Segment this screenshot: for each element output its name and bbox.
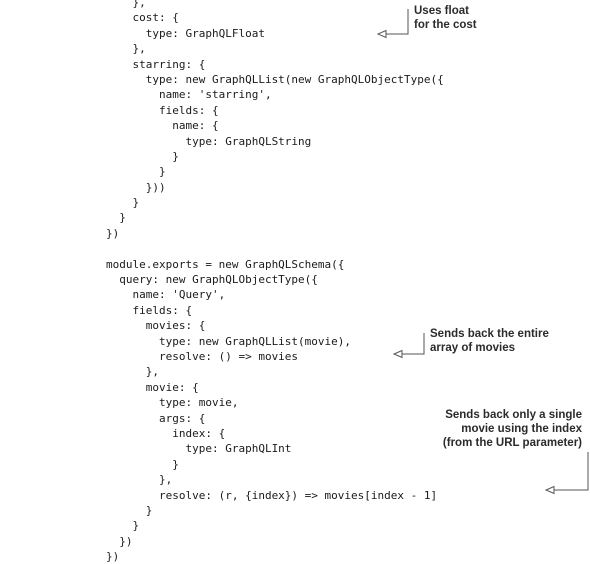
code-line: resolve: (r, {index}) => movies[index - … [106,488,438,502]
code-line: } [106,165,166,179]
leader-entire-array [392,333,425,359]
code-line: query: new GraphQLObjectType({ [106,273,318,287]
code-line: } [106,149,179,163]
code-line: }, [106,473,173,487]
code-line: } [106,211,126,225]
annotation-line: Sends back the entire [430,328,549,340]
code-line: args: { [106,411,206,425]
annotation-entire-array: Sends back the entire array of movies [430,327,549,355]
code-listing: }, cost: { type: GraphQLFloat }, starrin… [106,0,444,564]
code-line: movies: { [106,319,206,333]
code-line: cost: { [106,11,179,25]
code-line: }) [106,226,120,240]
leader-float-cost [376,9,409,39]
code-line: name: { [106,119,219,133]
annotation-float-cost: Uses float for the cost [414,4,477,32]
annotation-single-movie: Sends back only a single movie using the… [443,408,582,450]
code-line: fields: { [106,303,193,317]
code-line: fields: { [106,103,219,117]
code-line: }) [106,534,133,548]
code-line: movie: { [106,380,199,394]
annotation-line: Uses float [414,5,469,17]
annotation-line: (from the URL parameter) [442,437,582,449]
code-line: }, [106,42,146,56]
code-line: }, [106,365,159,379]
code-line: type: GraphQLString [106,134,312,148]
code-line: type: GraphQLInt [106,442,292,456]
code-line: })) [106,180,166,194]
code-line: type: GraphQLFloat [106,26,265,40]
annotation-line: movie using the index [461,423,582,435]
annotation-line: for the cost [414,19,477,31]
code-line: } [106,196,140,210]
leader-single-movie [544,452,589,495]
code-line: type: new GraphQLList(movie), [106,334,352,348]
annotation-line: Sends back only a single [445,409,582,421]
code-line: resolve: () => movies [106,349,299,363]
code-line: } [106,457,179,471]
code-line: index: { [106,426,226,440]
code-line: starring: { [106,57,206,71]
code-line: name: 'starring', [106,88,272,102]
code-line: type: new GraphQLList(new GraphQLObjectT… [106,72,444,86]
code-line: module.exports = new GraphQLSchema({ [106,257,345,271]
code-line: }, [106,0,146,9]
code-line: type: movie, [106,396,239,410]
annotation-line: array of movies [430,342,516,354]
code-line: name: 'Query', [106,288,226,302]
code-line: } [106,519,140,533]
code-line: } [106,503,153,517]
